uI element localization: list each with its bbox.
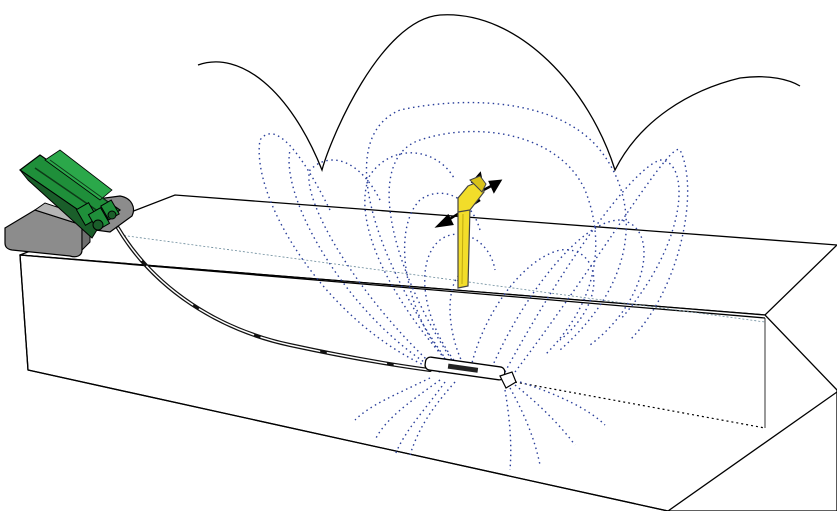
ground-edge-left bbox=[19, 254, 29, 371]
drill-rig-icon bbox=[4, 149, 135, 258]
planned-bore-dotted bbox=[514, 381, 766, 429]
signal-strength-curve bbox=[197, 14, 801, 173]
rig-mast bbox=[18, 149, 122, 239]
walkover-locator-icon bbox=[434, 171, 503, 289]
magnetic-field-lines bbox=[258, 101, 689, 471]
drill-string bbox=[116, 226, 432, 372]
ground-block bbox=[19, 194, 837, 511]
drill-head-sonde-icon bbox=[424, 356, 517, 389]
bore-path-guides bbox=[119, 234, 766, 429]
ground-edge-right-bottom bbox=[667, 391, 837, 511]
surface-trace-line bbox=[119, 234, 766, 323]
ground-edge-bottom bbox=[27, 369, 669, 511]
